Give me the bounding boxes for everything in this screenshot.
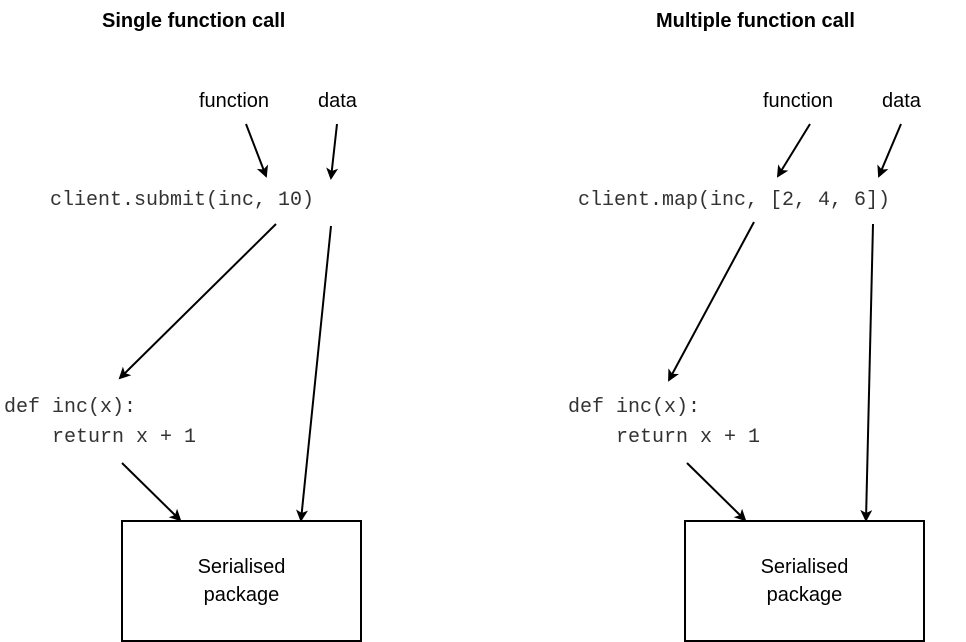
box-text-right: Serialised package [761,553,849,609]
arrow-data-to-box-left [296,225,332,522]
arrow-function-to-call-left [245,123,269,178]
box-line1-left: Serialised [197,556,286,578]
code-def-line2-right: return x + 1 [568,426,761,449]
panel-title-single: Single function call [102,10,286,32]
arrow-data-to-box-right [860,223,874,522]
arrow-def-to-box-right [686,462,747,522]
label-data-left: data [318,90,357,112]
arrow-call-to-def-left [118,223,277,380]
box-line2-right: package [766,584,843,606]
arrow-def-to-box-left [121,462,182,522]
code-def-line1-right: def inc(x): [568,396,701,419]
panel-title-multiple: Multiple function call [656,10,855,32]
box-line1-right: Serialised [760,556,849,578]
serialised-package-box-left: Serialised package [121,520,362,642]
arrow-data-to-call-right [877,123,902,178]
arrow-function-to-call-right [776,123,811,178]
label-function-left: function [199,90,270,112]
code-def-line2-left: return x + 1 [4,426,197,449]
serialised-package-box-right: Serialised package [684,520,925,642]
code-call-submit: client.submit(inc, 10) [50,189,315,212]
arrow-call-to-def-right [668,221,755,382]
code-call-map: client.map(inc, [2, 4, 6]) [578,189,891,212]
arrow-data-to-call-left [326,123,339,180]
code-def-line1-left: def inc(x): [4,396,137,419]
label-data-right: data [882,90,921,112]
label-function-right: function [763,90,834,112]
box-text-left: Serialised package [198,553,286,609]
box-line2-left: package [203,584,280,606]
